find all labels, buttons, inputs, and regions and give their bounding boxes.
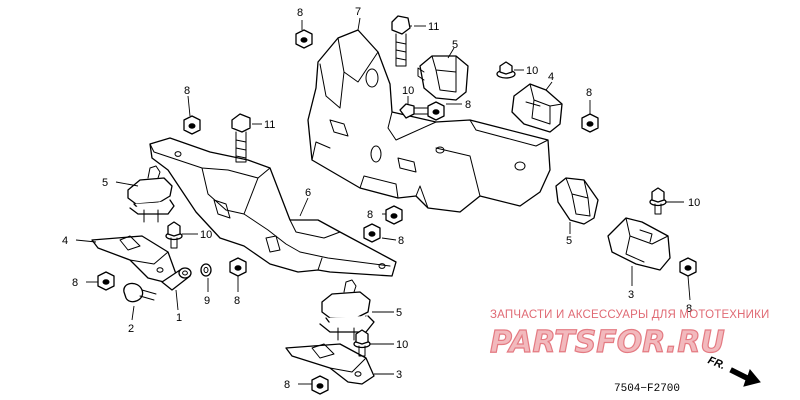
part-8-nut-upper-left[interactable] [183, 115, 201, 135]
callout-3: 3 [628, 289, 634, 301]
part-11-bolt-left[interactable] [231, 113, 251, 163]
callout-7: 7 [355, 6, 361, 18]
watermark: ЗАПЧАСТИ И АКСЕССУАРЫ ДЛЯ МОТОТЕХНИКИ PA… [489, 309, 770, 361]
part-10-flange-bolt-top[interactable] [496, 61, 516, 79]
part-5-rubber-mount-upper[interactable] [417, 55, 469, 101]
watermark-brand: PARTSFOR.RU [490, 325, 725, 360]
callout-10: 10 [526, 65, 538, 77]
callout-3: 3 [396, 369, 402, 381]
part-8-nut-mid-b[interactable] [363, 223, 381, 243]
callout-labels: 8 7 11 5 10 4 8 10 8 8 11 5 6 8 8 10 4 8… [62, 6, 700, 391]
part-8-nut-center[interactable] [229, 257, 247, 277]
callout-10: 10 [402, 85, 414, 97]
callout-9: 9 [204, 295, 210, 307]
part-11-bolt-top[interactable] [391, 15, 411, 67]
part-2-clip[interactable] [123, 282, 157, 303]
callout-4: 4 [548, 71, 554, 83]
callout-8: 8 [297, 7, 303, 19]
part-10-flange-bolt-lower[interactable] [353, 329, 371, 357]
callout-8: 8 [586, 87, 592, 99]
callout-8: 8 [284, 379, 290, 391]
callout-8: 8 [184, 85, 190, 97]
part-4-plate-upper-right[interactable] [511, 83, 563, 133]
part-9-washer[interactable] [200, 263, 212, 277]
callout-11: 11 [264, 119, 275, 131]
part-5-rubber-mount-left[interactable] [127, 165, 175, 223]
part-5-rubber-mount-right[interactable] [555, 177, 599, 225]
part-10-flange-bolt-left[interactable] [165, 221, 183, 249]
part-10-flange-bolt-right[interactable] [649, 187, 667, 215]
callout-8: 8 [398, 235, 404, 247]
callout-11: 11 [428, 21, 439, 33]
direction-indicator: FR. [706, 354, 761, 387]
callout-8: 8 [465, 99, 471, 111]
part-8-nut-upper-mid[interactable] [427, 101, 445, 121]
part-10-flange-bolt-mid[interactable] [399, 103, 433, 119]
part-3-plate-right[interactable] [607, 217, 671, 271]
callout-4: 4 [62, 235, 68, 247]
callout-6: 6 [305, 187, 311, 199]
callout-2: 2 [128, 323, 134, 335]
arrow-forward-icon [729, 367, 761, 387]
part-3-plate-lower[interactable] [285, 343, 375, 385]
callout-8: 8 [234, 295, 240, 307]
callout-5: 5 [396, 307, 402, 319]
part-8-nut-right-top[interactable] [581, 113, 599, 133]
callout-10: 10 [200, 229, 212, 241]
part-4-plate-left[interactable] [91, 235, 177, 283]
part-6-frame-bracket[interactable] [149, 137, 397, 277]
part-8-nut-left[interactable] [97, 271, 115, 291]
part-1-collar[interactable] [161, 267, 192, 291]
part-8-nut-right[interactable] [679, 257, 697, 277]
callout-1: 1 [176, 312, 182, 324]
diagram-code: 7504−F2700 [614, 383, 680, 395]
leader-lines [75, 17, 691, 385]
callout-8: 8 [686, 303, 692, 315]
callout-8: 8 [72, 277, 78, 289]
callout-10: 10 [688, 197, 700, 209]
callout-5: 5 [102, 177, 108, 189]
part-8-nut-mid-a[interactable] [385, 205, 403, 225]
callout-8: 8 [367, 209, 373, 221]
part-8-nut-top[interactable] [295, 29, 313, 49]
callout-5: 5 [452, 39, 458, 51]
part-7-bracket[interactable] [307, 29, 551, 213]
part-8-nut-bottom[interactable] [311, 375, 329, 395]
callout-5: 5 [566, 235, 572, 247]
part-5-rubber-mount-lower[interactable] [319, 279, 375, 341]
callout-10: 10 [396, 339, 408, 351]
watermark-caption: ЗАПЧАСТИ И АКСЕССУАРЫ ДЛЯ МОТОТЕХНИКИ [490, 309, 770, 321]
